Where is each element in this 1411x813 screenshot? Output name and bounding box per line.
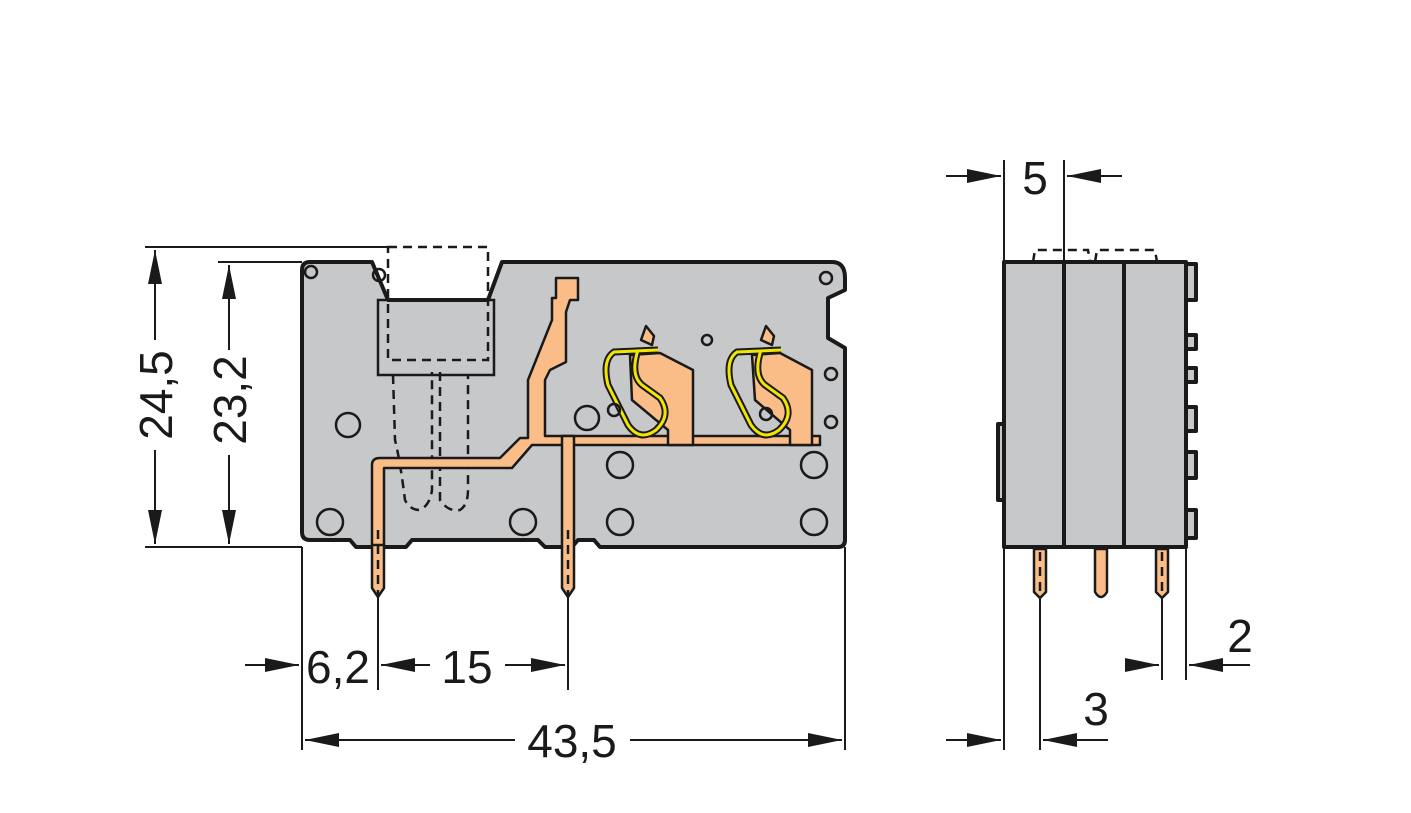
side-view xyxy=(996,248,1198,600)
pin-middle xyxy=(560,434,576,599)
housing-front xyxy=(300,260,847,549)
spring-tab-1 xyxy=(639,324,656,347)
mounting-holes xyxy=(303,264,839,537)
dim-side-pitch: 5 xyxy=(1022,152,1048,204)
test-plug-legs-dashed xyxy=(391,372,470,512)
dim-height-body: 23,2 xyxy=(204,355,256,445)
front-view xyxy=(300,245,847,599)
dimension-labels: 24,5 23,2 6,2 15 43,5 5 3 2 xyxy=(130,152,1253,767)
housing-side xyxy=(1002,260,1188,549)
spring-1 xyxy=(604,348,667,437)
dim-width-total: 43,5 xyxy=(527,715,617,767)
side-plug-dashed xyxy=(1031,248,1159,263)
slot-outline xyxy=(376,298,496,377)
dim-side-edge: 2 xyxy=(1227,610,1253,662)
dim-pin-offset: 6,2 xyxy=(306,641,370,693)
dim-pin-pitch: 15 xyxy=(441,641,492,693)
dimension-lines xyxy=(145,160,1250,750)
copper-busbar xyxy=(370,276,822,549)
spring-2 xyxy=(727,348,790,437)
pin-left xyxy=(370,543,386,599)
dim-height-total: 24,5 xyxy=(130,350,182,440)
test-plug-dashed xyxy=(386,245,490,362)
spring-tab-2 xyxy=(759,324,776,347)
side-pin-2 xyxy=(1093,547,1109,599)
dim-side-pin-offset: 3 xyxy=(1083,683,1109,735)
